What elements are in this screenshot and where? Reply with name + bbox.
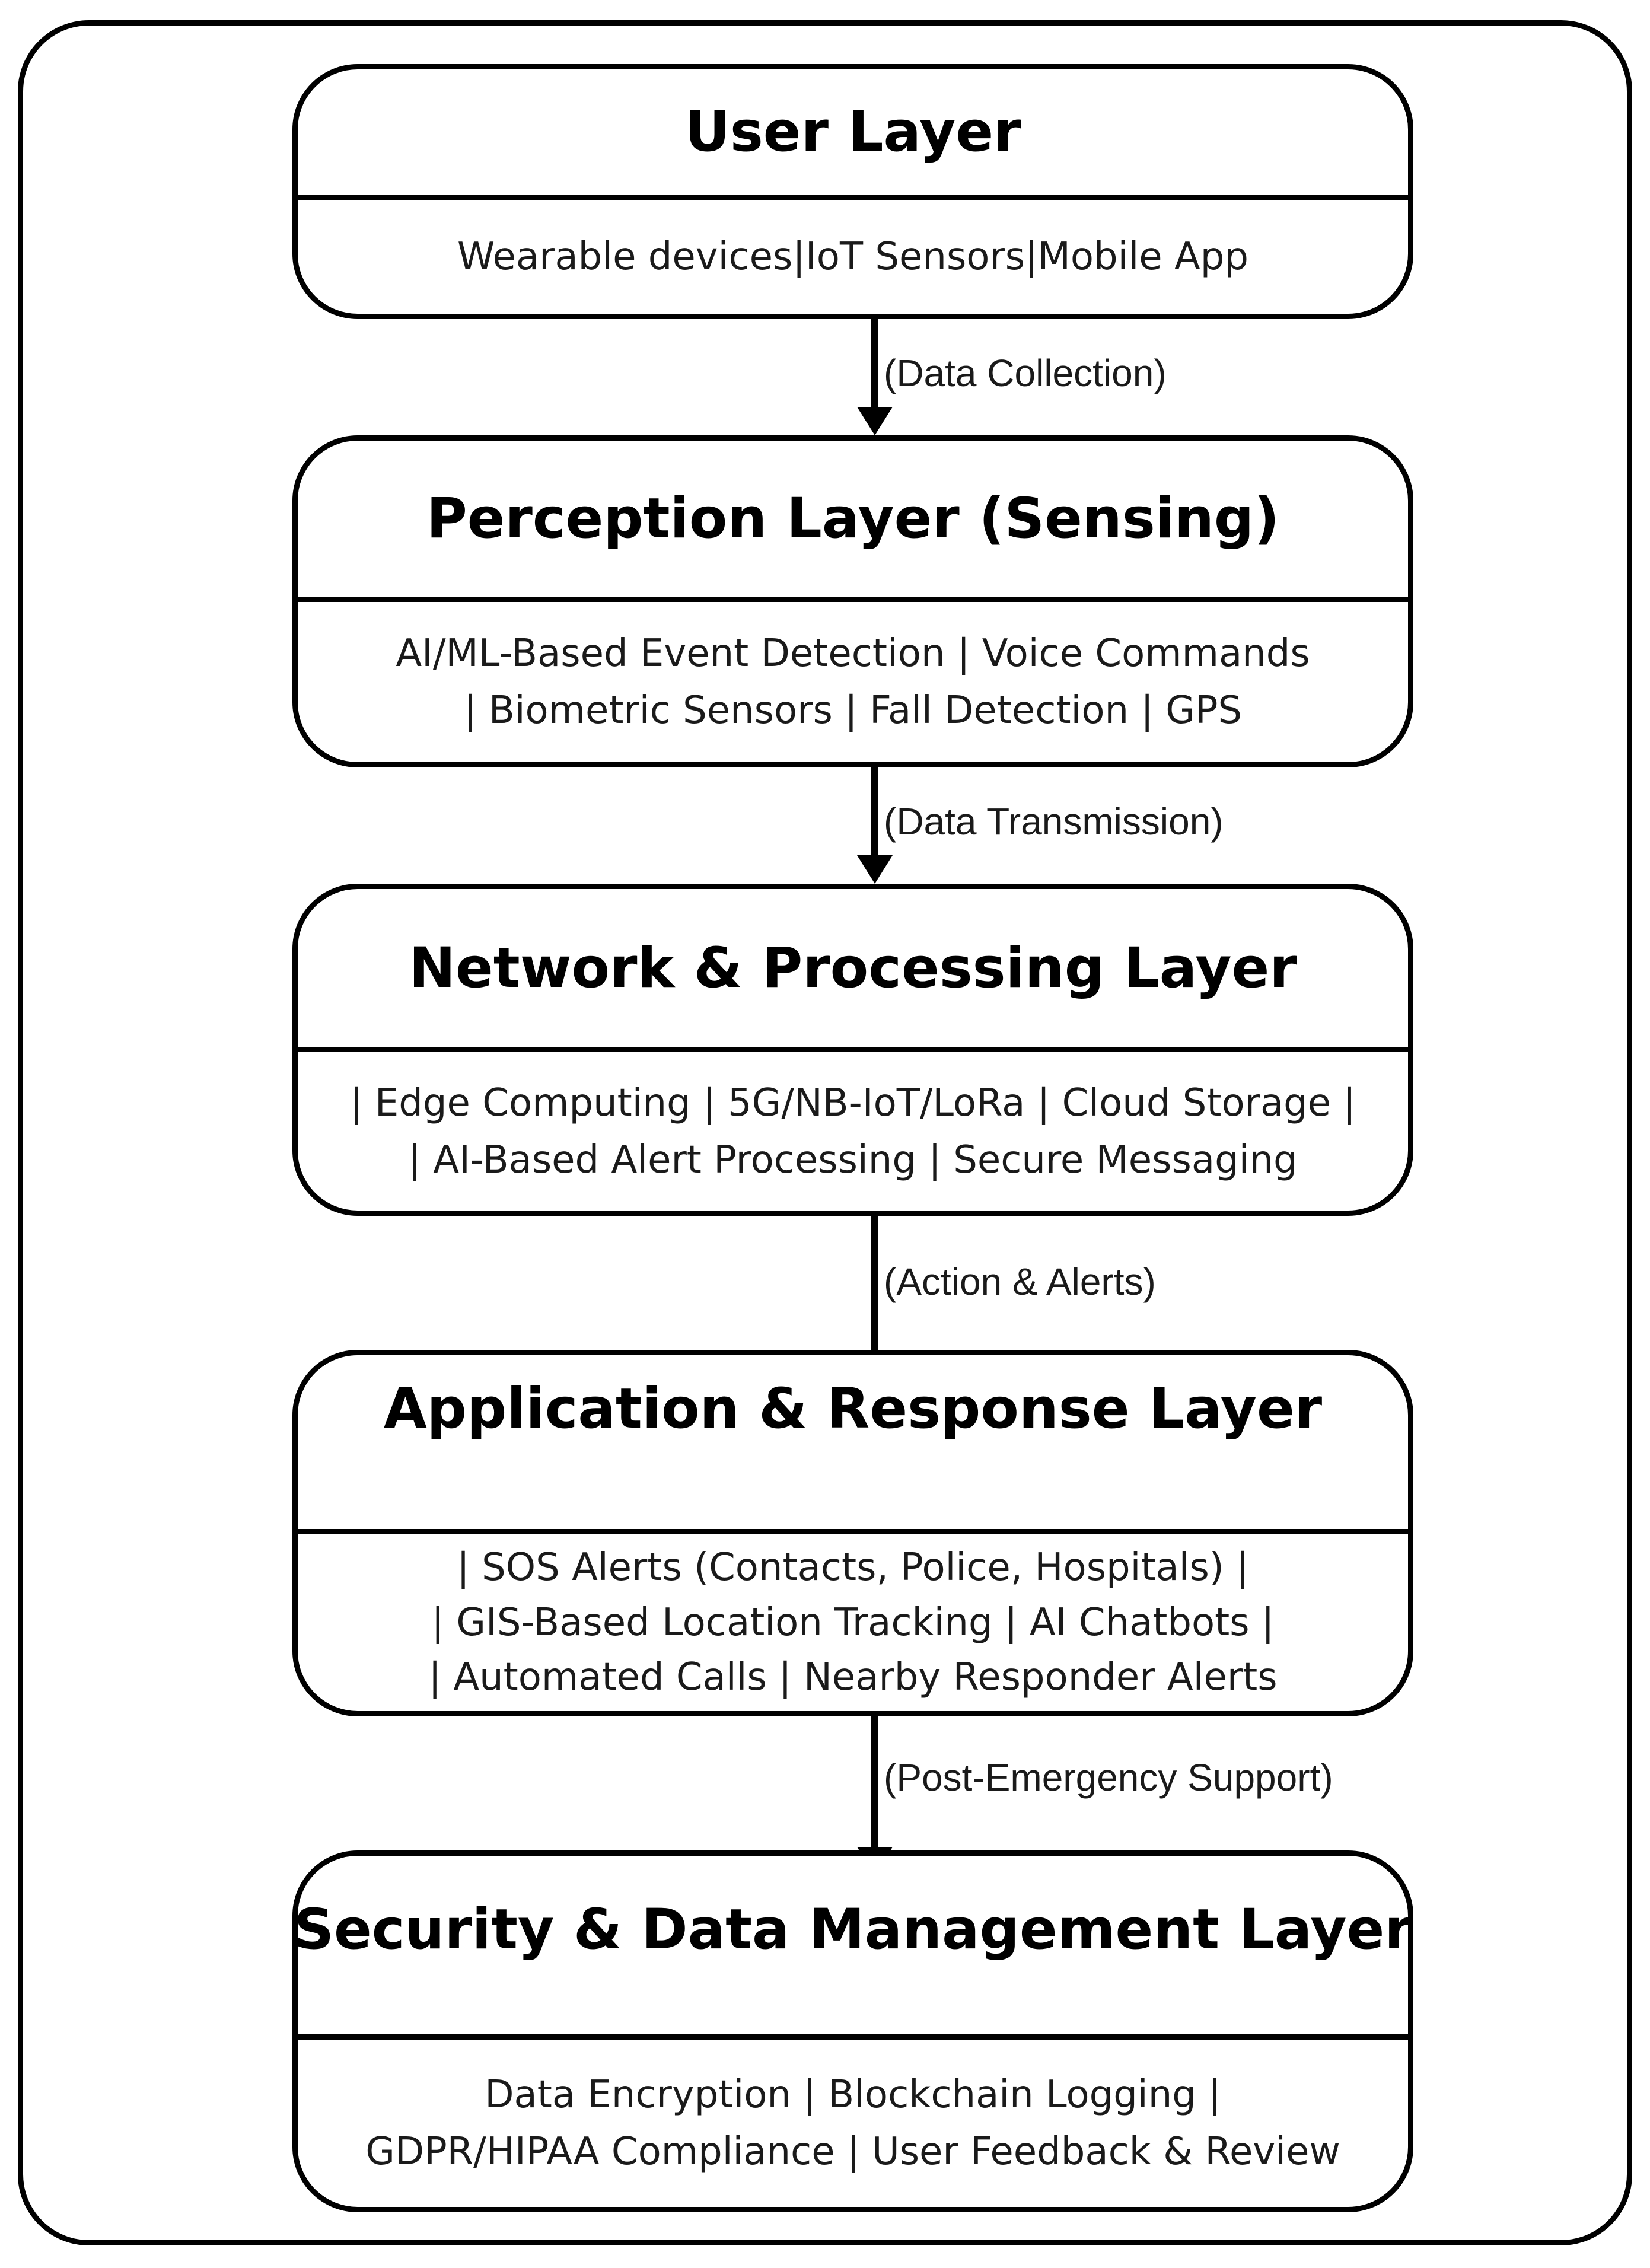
label-action-alerts: (Action & Alerts) (884, 1260, 1156, 1303)
label-post-emergency-support: (Post-Emergency Support) (884, 1756, 1333, 1799)
security-data-layer-line-1: Data Encryption | Blockchain Logging | (485, 2073, 1221, 2117)
user-layer-line-1: Wearable devices|IoT Sensors|Mobile App (457, 235, 1248, 279)
user-layer-title: User Layer (298, 69, 1408, 200)
security-data-layer-title: Security & Data Management Layer (298, 1856, 1408, 2040)
network-processing-layer-title: Network & Processing Layer (298, 889, 1408, 1052)
network-processing-layer-line-1: | Edge Computing | 5G/NB-IoT/LoRa | Clou… (349, 1081, 1356, 1125)
user-layer-box: User Layer Wearable devices|IoT Sensors|… (292, 64, 1413, 319)
perception-layer-title: Perception Layer (Sensing) (298, 441, 1408, 602)
security-data-layer-box: Security & Data Management Layer Data En… (292, 1850, 1413, 2212)
arrow-data-collection (842, 319, 907, 435)
network-processing-layer-line-2: | AI-Based Alert Processing | Secure Mes… (408, 1138, 1298, 1182)
arrow-data-transmission (842, 767, 907, 884)
application-response-layer-line-2: | GIS-Based Location Tracking | AI Chatb… (431, 1600, 1275, 1645)
perception-layer-box: Perception Layer (Sensing) AI/ML-Based E… (292, 435, 1413, 767)
perception-layer-line-2: | Biometric Sensors | Fall Detection | G… (463, 689, 1243, 732)
application-response-layer-line-1: | SOS Alerts (Contacts, Police, Hospital… (457, 1545, 1249, 1589)
security-data-layer-components: Data Encryption | Blockchain Logging | G… (298, 2040, 1408, 2207)
user-layer-components: Wearable devices|IoT Sensors|Mobile App (298, 200, 1408, 314)
label-data-transmission: (Data Transmission) (884, 800, 1224, 843)
application-response-layer-line-3: | Automated Calls | Nearby Responder Ale… (428, 1655, 1278, 1700)
application-response-layer-components: | SOS Alerts (Contacts, Police, Hospital… (298, 1534, 1408, 1711)
perception-layer-line-1: AI/ML-Based Event Detection | Voice Comm… (396, 632, 1310, 676)
perception-layer-components: AI/ML-Based Event Detection | Voice Comm… (298, 602, 1408, 762)
application-response-layer-box: Application & Response Layer | SOS Alert… (292, 1350, 1413, 1716)
security-data-layer-line-2: GDPR/HIPAA Compliance | User Feedback & … (365, 2130, 1340, 2174)
diagram-frame (18, 20, 1632, 2245)
network-processing-layer-box: Network & Processing Layer | Edge Comput… (292, 884, 1413, 1216)
application-response-layer-title: Application & Response Layer (298, 1355, 1408, 1534)
network-processing-layer-components: | Edge Computing | 5G/NB-IoT/LoRa | Clou… (298, 1052, 1408, 1211)
label-data-collection: (Data Collection) (884, 352, 1167, 394)
